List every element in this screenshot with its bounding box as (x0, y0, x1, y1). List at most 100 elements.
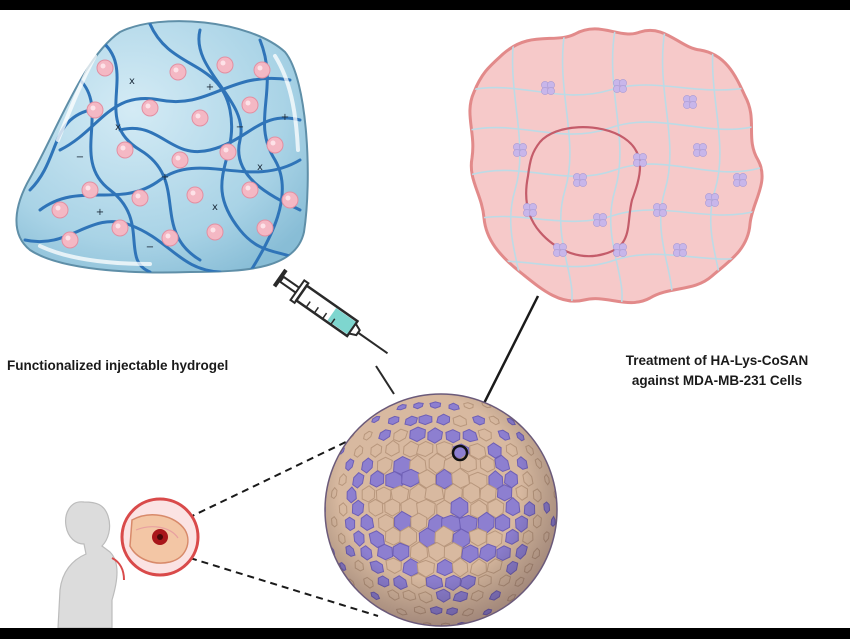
tumor-cell (562, 477, 565, 485)
tumor-cell (456, 389, 464, 392)
internalized-particle (599, 219, 607, 227)
dashed-projection-upper (187, 439, 351, 519)
internalized-particle (639, 159, 647, 167)
nanoparticle (219, 143, 237, 161)
charge-symbol: − (76, 152, 84, 163)
nanoparticle-highlight (165, 233, 171, 239)
internalized-particle (699, 149, 707, 157)
tumor-cell (552, 547, 557, 556)
nanoparticle (51, 201, 69, 219)
nanoparticle (61, 231, 79, 249)
internalized-particle (619, 85, 627, 93)
nanoparticle-highlight (285, 195, 291, 201)
nanoparticle-highlight (85, 185, 91, 191)
charge-symbol: + (206, 82, 214, 93)
nanoparticle (253, 61, 271, 79)
tumor-cell (474, 623, 484, 626)
internalized-particle (711, 199, 719, 207)
nanoparticle (116, 141, 134, 159)
charge-symbol: x (115, 122, 121, 133)
nucleus (525, 126, 641, 258)
charge-symbol: x (129, 76, 135, 87)
nanoparticle-highlight (223, 147, 229, 153)
syringe-icon (272, 268, 389, 355)
tumor-cell (440, 390, 447, 393)
nanoparticle (86, 101, 104, 119)
nanoparticle (191, 109, 209, 127)
nanoparticle-highlight (190, 190, 196, 196)
diagram-artwork: x+x−+x+x−+− (15, 20, 764, 628)
charge-symbol: − (236, 122, 244, 133)
treatment-label: Treatment of HA-Lys-CoSAN against MDA-MB… (597, 351, 837, 391)
nanoparticle (111, 219, 129, 237)
nanoparticle-highlight (90, 105, 96, 111)
tumor-cell (355, 417, 362, 424)
breast-tumor-inset (111, 497, 200, 581)
tumor-cell (541, 447, 548, 455)
nanoparticle-highlight (55, 205, 61, 211)
nanoparticle-highlight (145, 103, 151, 109)
tumor-cell (500, 403, 509, 409)
nanoparticle-highlight (115, 223, 121, 229)
target-cell-marker (451, 444, 469, 462)
internalized-particle (679, 249, 687, 257)
internalized-particle (619, 249, 627, 257)
nanoparticle-highlight (65, 235, 71, 241)
nanoparticle (216, 56, 234, 74)
treatment-label-line2: against MDA-MB-231 Cells (631, 373, 803, 388)
nanoparticle-highlight (175, 155, 181, 161)
charge-symbol: + (161, 172, 169, 183)
tumor-cell (423, 390, 430, 393)
tumor-cell (534, 579, 542, 587)
internalized-particle (659, 209, 667, 217)
charge-symbol: x (212, 202, 218, 213)
nanoparticle (81, 181, 99, 199)
nanoparticle (141, 99, 159, 117)
nanoparticle (96, 59, 114, 77)
tumor-cell (534, 431, 542, 439)
tumor-cell (404, 394, 414, 395)
internalized-nanoparticles (513, 79, 747, 257)
nanoparticle (206, 223, 224, 241)
charge-symbol: + (281, 112, 289, 123)
nanoparticle-highlight (220, 60, 226, 66)
internalized-particle (547, 87, 555, 95)
charge-symbol: − (146, 242, 154, 253)
nanoparticle (171, 151, 189, 169)
nanoparticle (169, 63, 187, 81)
nanoparticle (241, 96, 259, 114)
nanoparticle (266, 136, 284, 154)
nanoparticle (281, 191, 299, 209)
nanoparticle-highlight (257, 65, 263, 71)
nanoparticle-highlight (210, 227, 216, 233)
hydrogel-label: Functionalized injectable hydrogel (7, 358, 229, 373)
human-silhouette (57, 501, 118, 628)
nanoparticle-highlight (260, 223, 266, 229)
syringe-target-line (375, 365, 395, 395)
tumor-cell (524, 418, 533, 425)
tumor-cell (475, 389, 482, 392)
tumor-cell (404, 622, 413, 626)
internalized-particle (739, 179, 747, 187)
nanoparticle-highlight (100, 63, 106, 69)
nanoparticle (131, 189, 149, 207)
nanoparticle (161, 229, 179, 247)
tumor-cell (550, 461, 556, 471)
tumor-spheroid (315, 389, 565, 627)
figure-canvas: x+x−+x+x−+− (0, 10, 850, 628)
tumor-cell (315, 491, 318, 499)
nanoparticle-highlight (173, 67, 179, 73)
nanoparticle-highlight (120, 145, 126, 151)
nanoparticle-highlight (135, 193, 141, 199)
hydrogel-highlight (38, 54, 300, 266)
tumor-cell (561, 506, 564, 514)
dashed-projection-lower (189, 557, 379, 617)
hydrogel-blob: x+x−+x+x−+− (15, 20, 309, 274)
internalized-particle (579, 179, 587, 187)
nanoparticle-highlight (195, 113, 201, 119)
nanoparticle (241, 181, 259, 199)
tumor-cell (388, 622, 397, 626)
internalized-particle (529, 209, 537, 217)
nanoparticle (186, 186, 204, 204)
tumor-cell (325, 476, 327, 485)
